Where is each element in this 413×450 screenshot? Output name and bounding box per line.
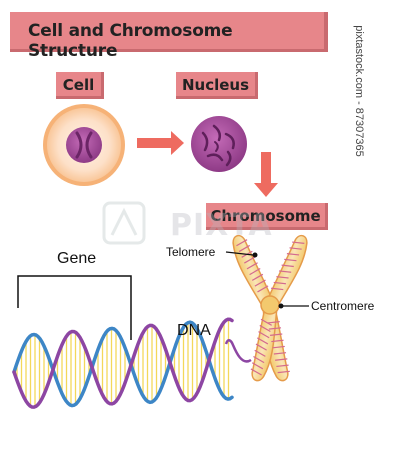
chromosome-band <box>250 368 262 376</box>
nucleus-icon <box>191 116 247 172</box>
centromere-pointer <box>278 303 309 309</box>
chromosome-band <box>271 339 284 343</box>
gene-bracket <box>17 275 132 340</box>
chromosome-band <box>244 256 256 264</box>
chromosome-band <box>256 337 269 345</box>
stock-id-text: pixtastock.com - 87307365 <box>353 25 365 157</box>
chromosome-band <box>238 244 251 253</box>
chromosome-band <box>251 273 264 281</box>
dna-tail <box>224 339 252 363</box>
dna-strand-purple <box>12 317 234 409</box>
chromosome-band <box>273 281 286 285</box>
chromosome-band <box>267 321 280 324</box>
dna-helix-icon <box>12 317 234 409</box>
chromosome-band <box>258 331 270 339</box>
cell-icon <box>43 104 125 186</box>
chromosome-band <box>257 285 269 293</box>
telomere-label: Telomere <box>166 245 216 259</box>
gene-label: Gene <box>57 250 97 267</box>
chromosome-band <box>276 276 289 279</box>
chromosome-band <box>278 270 292 273</box>
chromosome-band <box>286 253 300 256</box>
chromosome-band <box>292 241 305 244</box>
chromosome-band <box>246 262 258 270</box>
dna-label: DNA <box>177 322 211 339</box>
dna-strand-blue <box>12 320 234 408</box>
chromosome-band <box>254 279 266 287</box>
chromosome-label: Chromosome <box>210 207 321 225</box>
chromosome-icon <box>232 234 308 382</box>
chromosome-band <box>270 333 283 336</box>
chromosome-band <box>249 268 261 276</box>
chromosome-band <box>284 258 297 262</box>
telomere-pointer <box>225 251 258 258</box>
chromosome-band <box>268 327 282 330</box>
chromosome-band <box>255 343 267 351</box>
chromosome-band <box>275 358 288 361</box>
chromosome-band <box>272 345 285 349</box>
chromosome-band <box>281 264 294 268</box>
chromosome-label-tag: Chromosome <box>206 203 328 230</box>
chromosome-band <box>276 364 289 368</box>
chromosome-band <box>251 362 264 370</box>
chromosome-band <box>254 349 266 357</box>
arrow-down-icon <box>254 152 278 197</box>
chromosome-band <box>273 352 287 355</box>
arrow-right-icon <box>137 131 184 155</box>
page-title: Cell and Chromosome Structure <box>28 21 233 61</box>
watermark-logo-icon <box>102 201 146 245</box>
cell-label: Cell <box>62 76 95 94</box>
chromosome-band <box>289 247 302 250</box>
centromere-label: Centromere <box>311 299 375 313</box>
chromosome-band <box>253 355 265 364</box>
title-banner: Cell and Chromosome Structure <box>10 12 328 61</box>
chromosome-band <box>259 324 271 333</box>
cell-label-tag: Cell <box>56 72 104 99</box>
chromosome-band <box>277 370 290 374</box>
chromosome-band <box>260 318 272 326</box>
chromosome-band <box>236 239 248 247</box>
chromosome-band <box>271 287 284 291</box>
nucleus-label-tag: Nucleus <box>176 72 258 99</box>
watermark-text: PIXTA <box>170 208 273 243</box>
nucleus-label: Nucleus <box>181 76 250 94</box>
